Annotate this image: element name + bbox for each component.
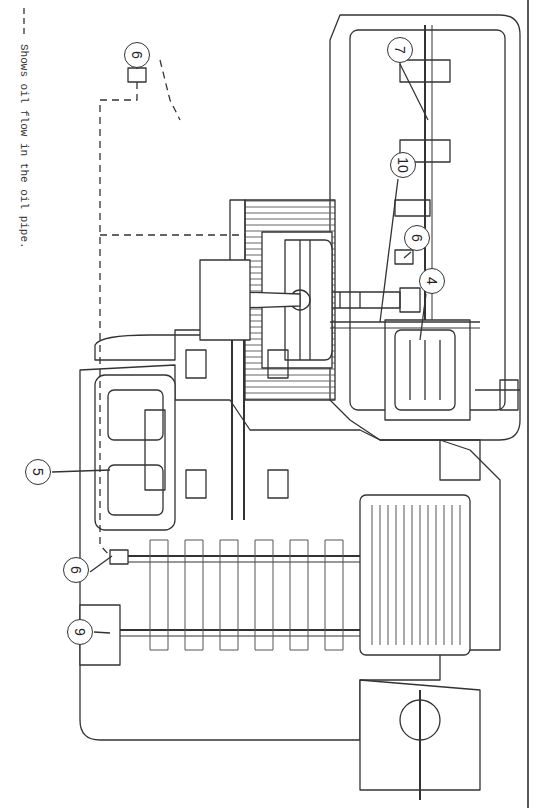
legend-line-sample [21, 8, 27, 38]
callout-number: 6 [410, 234, 424, 242]
callout-number: 10 [390, 152, 416, 178]
callout-number: 6 [63, 557, 89, 583]
callout-number: 4 [425, 277, 439, 285]
callout-number: 7 [387, 37, 413, 63]
callout-number: 5 [25, 459, 51, 485]
callout-number: 6 [404, 225, 430, 251]
callout-number: 6 [124, 42, 150, 68]
callout-number: 9 [67, 619, 93, 645]
callout-number: 5 [31, 468, 45, 476]
callout-number: 10 [396, 157, 410, 173]
legend-text: Shows oil flow in the oil pipe. [18, 44, 30, 249]
callout-number: 9 [73, 628, 87, 636]
callout-number: 4 [419, 268, 445, 294]
callout-number: 6 [69, 566, 83, 574]
legend-entry: Shows oil flow in the oil pipe. [18, 8, 30, 249]
callout-number: 6 [130, 51, 144, 59]
callout-number: 7 [393, 46, 407, 54]
